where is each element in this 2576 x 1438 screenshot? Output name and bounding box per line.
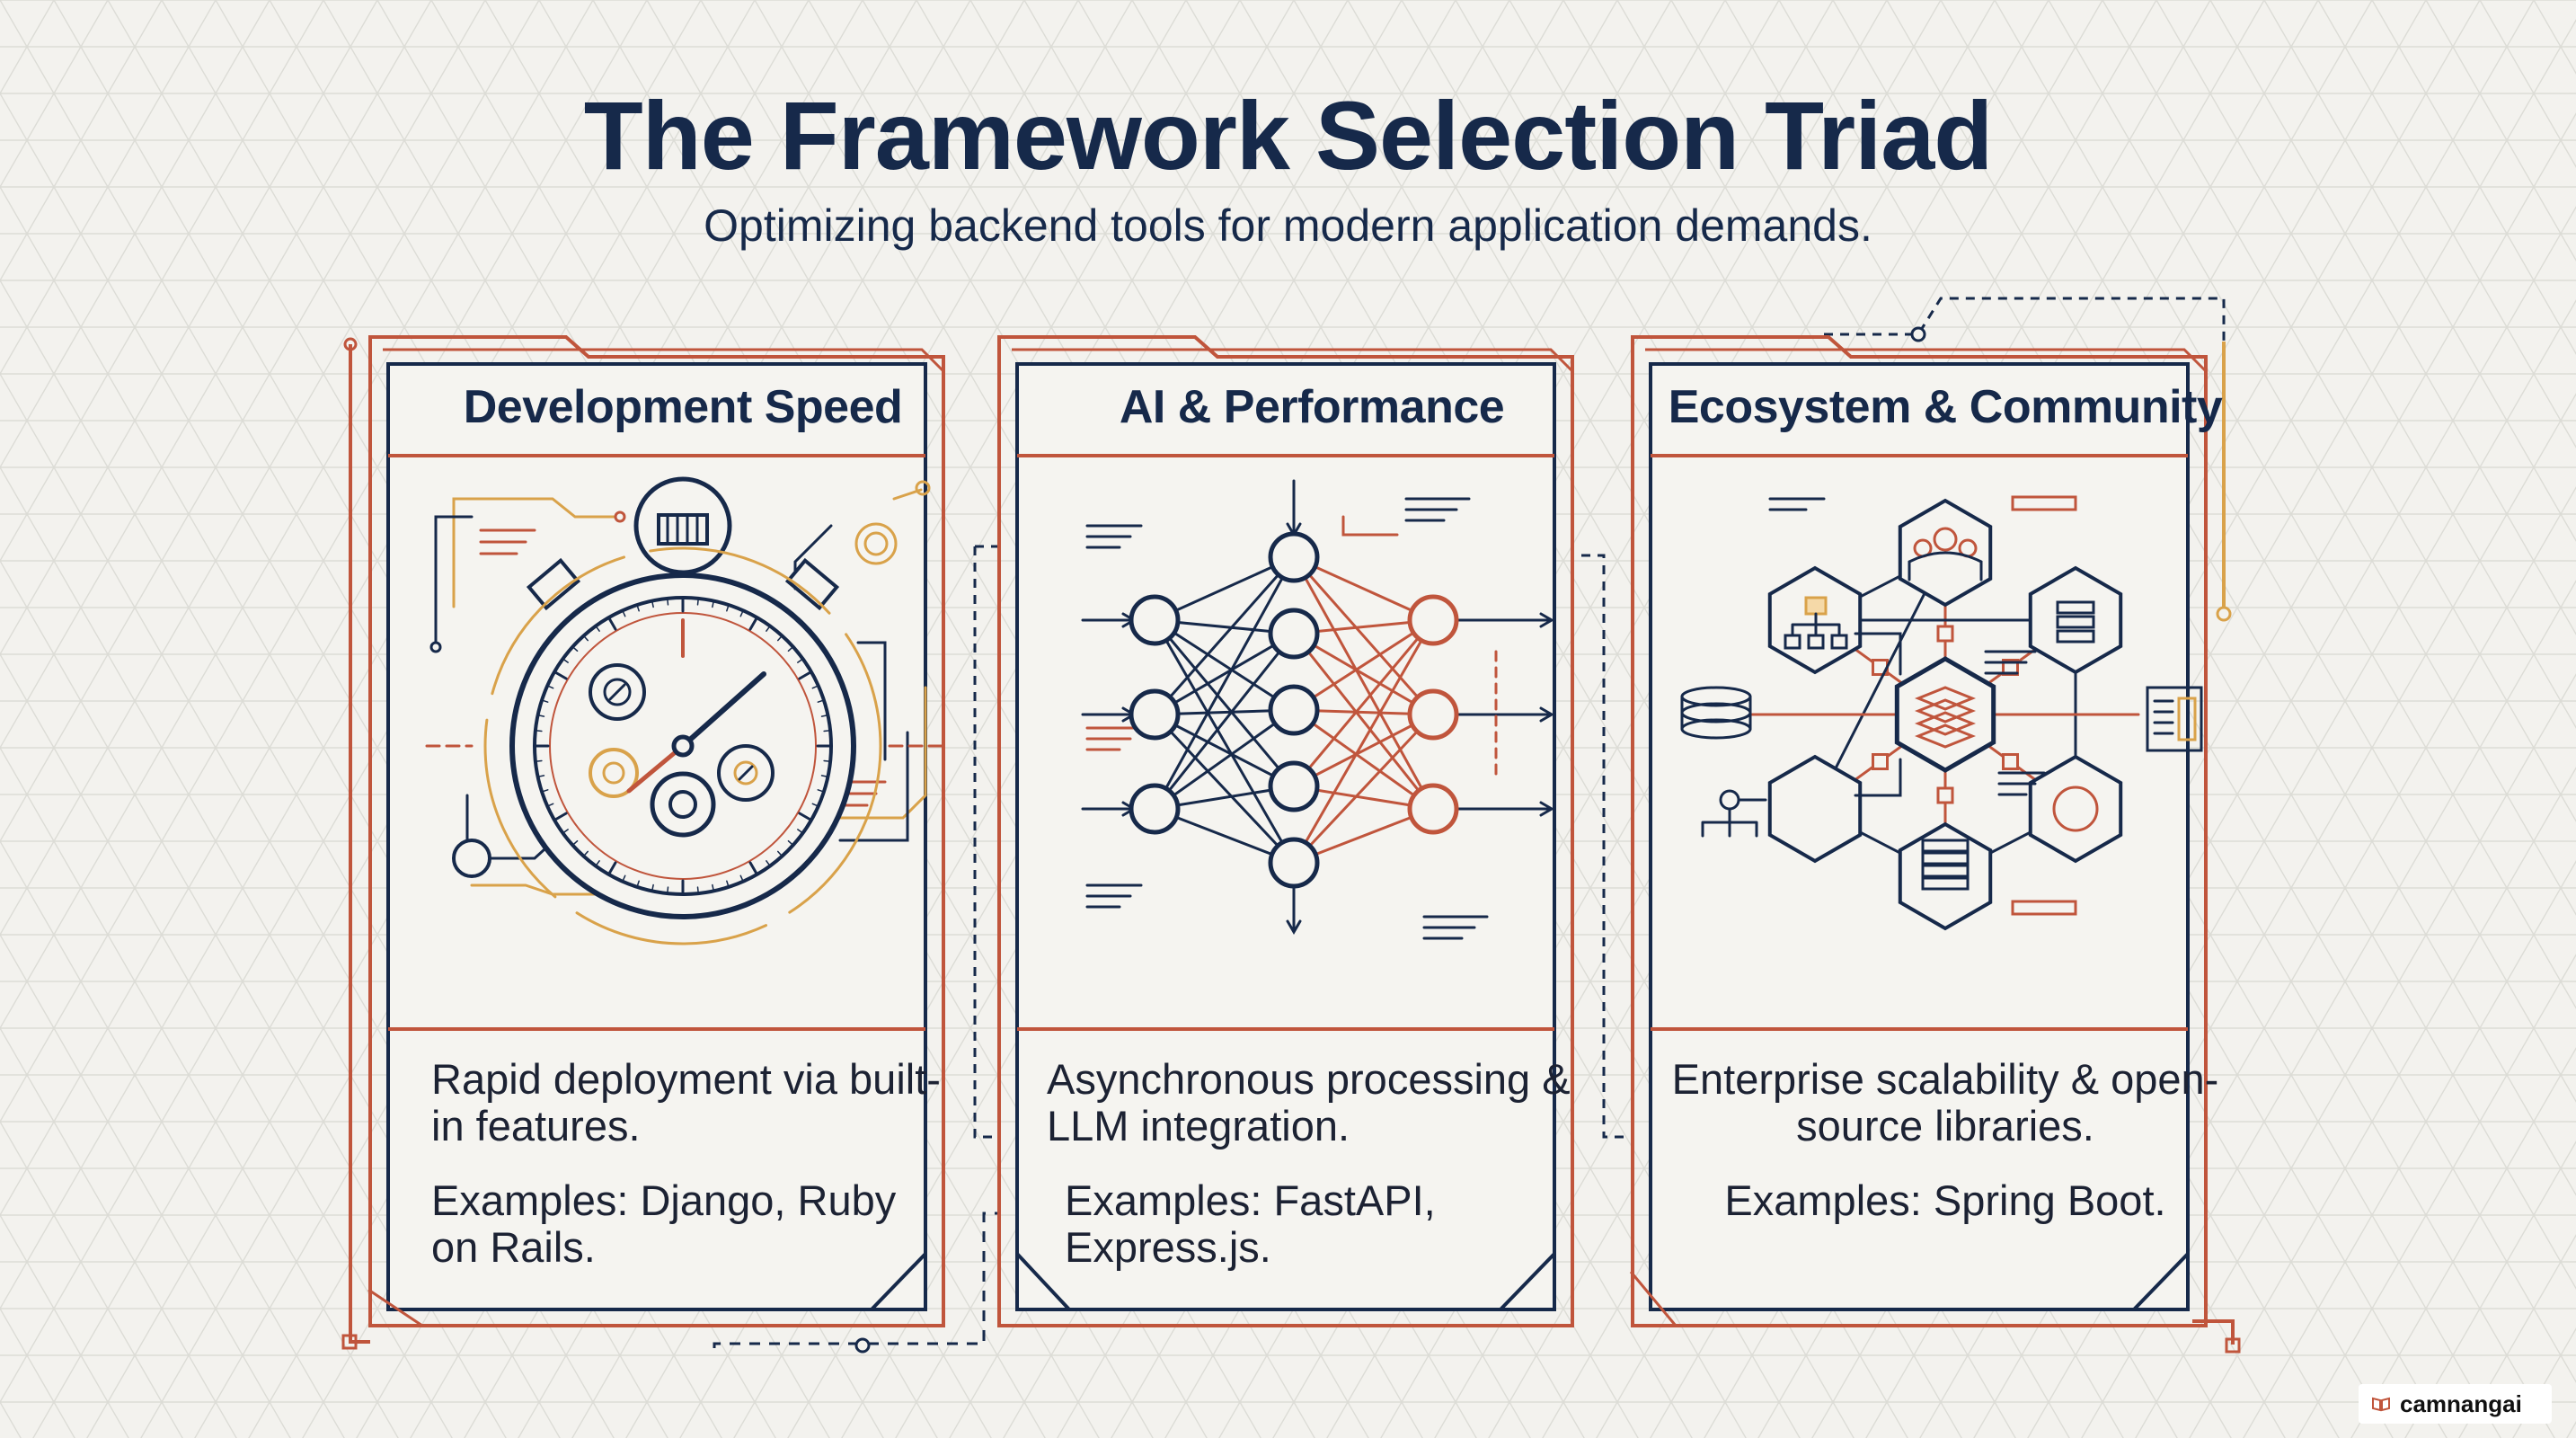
watermark-text: camnangai	[2400, 1389, 2522, 1417]
card-title: Ecosystem & Community	[1668, 381, 2223, 433]
card-description: Rapid deployment via built-in features.	[431, 1055, 941, 1150]
watermark-badge: camnangai	[2359, 1384, 2552, 1424]
card-examples: Examples: Spring Boot.	[1724, 1176, 2166, 1224]
card-description: Enterprise scalability & open-source lib…	[1671, 1055, 2219, 1150]
neural-network-icon	[1081, 479, 1554, 940]
hexagon-network-icon	[1680, 495, 2203, 931]
card-examples: Examples: FastAPI, Express.js.	[1065, 1176, 1436, 1271]
card-development-speed: Development Speed	[367, 335, 997, 1327]
page-subtitle: Optimizing backend tools for modern appl…	[704, 200, 1872, 251]
card-ecosystem-community: Ecosystem & Community Enterprise scalabi…	[1629, 335, 2260, 1327]
stopwatch-gears-icon	[425, 476, 945, 945]
card-description: Asynchronous processing & LLM integratio…	[1047, 1055, 1571, 1150]
card-title: AI & Performance	[1119, 381, 1505, 433]
card-title: Development Speed	[463, 381, 903, 433]
page-title: The Framework Selection Triad	[583, 81, 1993, 190]
card-frame	[997, 335, 1574, 1327]
card-examples: Examples: Django, Ruby on Rails.	[431, 1176, 897, 1271]
card-ai-performance: AI & Performance Asynchronous processing…	[997, 335, 1626, 1327]
book-icon	[2372, 1397, 2390, 1412]
